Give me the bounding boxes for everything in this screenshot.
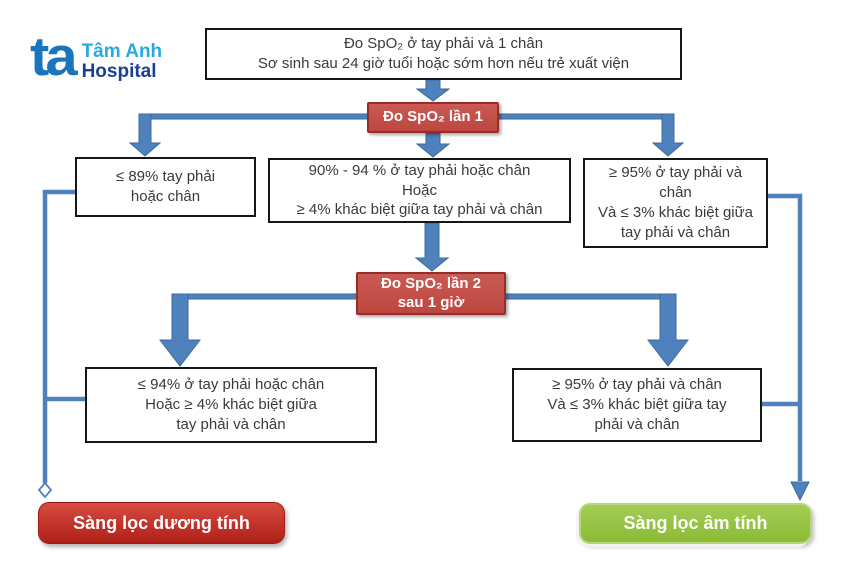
arrow-step2-to-high2 <box>646 293 690 367</box>
rail-right-negative <box>766 193 803 481</box>
arrow-step2-to-low2 <box>158 293 202 367</box>
logo-name-line2: Hospital <box>81 61 157 82</box>
logo-name: Tâm Anh Hospital <box>82 42 163 82</box>
arrow-step1-to-mid <box>415 132 451 158</box>
node-branch2-high: ≥ 95% ở tay phải và chân Và ≤ 3% khác bi… <box>512 368 762 442</box>
node-branch2-high-text: ≥ 95% ở tay phải và chân Và ≤ 3% khác bi… <box>547 376 727 433</box>
node-start: Đo SpO₂ ở tay phải và 1 chân Sơ sinh sau… <box>205 28 682 80</box>
node-branch2-low: ≤ 94% ở tay phải hoặc chân Hoặc ≥ 4% khá… <box>85 367 377 443</box>
node-outcome-positive-text: Sàng lọc dương tính <box>73 512 250 533</box>
node-step1-text: Đo SpO₂ lần 1 <box>382 108 483 126</box>
arrow-step1-to-low <box>128 113 162 157</box>
node-outcome-negative-text: Sàng lọc âm tính <box>623 513 768 533</box>
arrowhead-negative <box>790 481 810 502</box>
node-branch1-low-text: ≤ 89% tay phải hoặc chân <box>115 168 216 205</box>
node-branch1-mid: 90% - 94 % ở tay phải hoặc chân Hoặc ≥ 4… <box>268 158 571 223</box>
node-branch1-low: ≤ 89% tay phải hoặc chân <box>75 157 256 217</box>
logo-ta-icon: ta <box>30 25 78 88</box>
arrow-start-to-step1 <box>415 79 451 102</box>
node-branch2-low-text: ≤ 94% ở tay phải hoặc chân Hoặc ≥ 4% khá… <box>137 376 325 433</box>
node-branch1-high-text: ≥ 95% ở tay phải và chân Và ≤ 3% khác bi… <box>597 164 754 241</box>
arrowhead-positive <box>37 481 53 499</box>
logo-name-line1: Tâm Anh <box>81 41 163 63</box>
node-branch1-high: ≥ 95% ở tay phải và chân Và ≤ 3% khác bi… <box>583 158 768 248</box>
node-start-text: Đo SpO₂ ở tay phải và 1 chân Sơ sinh sau… <box>257 35 630 72</box>
node-step2-measure-spo2: Đo SpO₂ lần 2 sau 1 giờ <box>356 272 506 315</box>
node-outcome-positive: Sàng lọc dương tính <box>38 502 285 544</box>
node-outcome-negative: Sàng lọc âm tính <box>579 503 812 544</box>
rail-left-positive <box>42 189 77 483</box>
node-branch1-mid-text: 90% - 94 % ở tay phải hoặc chân Hoặc ≥ 4… <box>296 161 543 219</box>
arrow-step1-to-high <box>651 113 685 157</box>
tam-anh-hospital-logo: ta Tâm Anh Hospital <box>30 22 180 92</box>
node-step1-measure-spo2: Đo SpO₂ lần 1 <box>367 102 499 133</box>
arrow-mid-to-step2 <box>414 222 450 272</box>
node-step2-text: Đo SpO₂ lần 2 sau 1 giờ <box>380 274 481 311</box>
